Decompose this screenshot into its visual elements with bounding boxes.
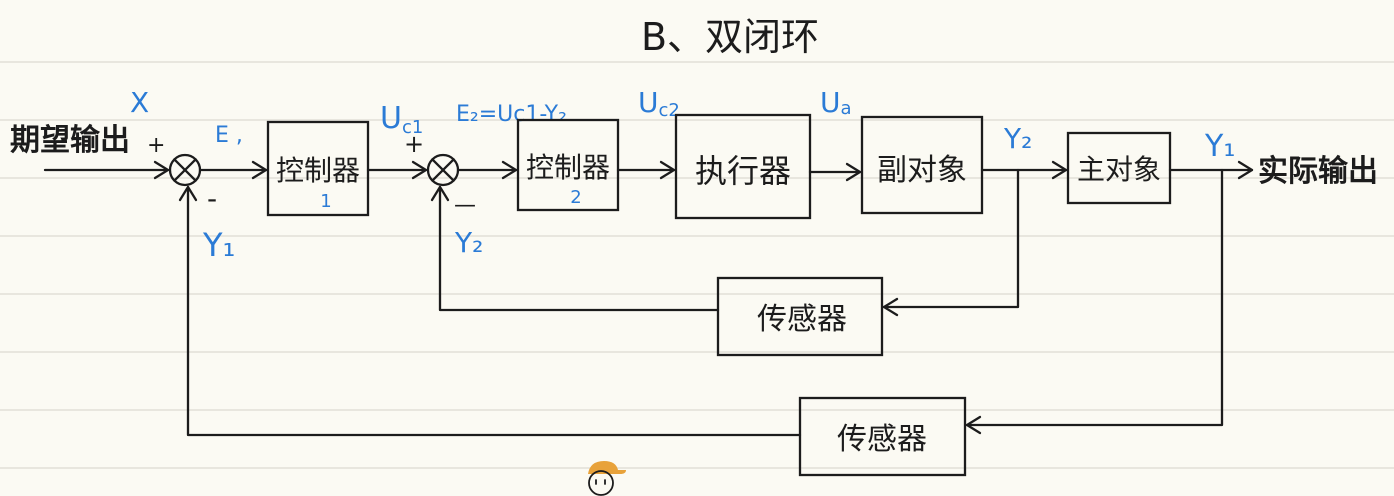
cartoon-character-icon — [588, 461, 626, 496]
signal-uc2-sub: c2 — [659, 100, 680, 121]
controller2-block — [516, 118, 620, 212]
controller1-label: 控制器 — [276, 154, 360, 187]
junction2-minus-sign: — — [454, 193, 476, 218]
signal-uc1-main: U — [380, 101, 402, 136]
outer-feedback-return-arrowhead — [178, 185, 198, 202]
e2-arrowhead — [501, 160, 518, 180]
inner-feedback-return-arrowhead — [430, 185, 450, 202]
inner-sensor-block — [716, 276, 884, 357]
outer-sensor-block — [798, 396, 967, 477]
uc1-arrowhead — [411, 160, 428, 180]
signal-y1-feedback-label: Y₁ — [202, 226, 235, 264]
outer-feedback-pickoff-wire — [965, 168, 1224, 427]
inner-feedback-arrowhead — [882, 297, 899, 317]
signal-ua-label: Ua — [820, 86, 852, 119]
actuator-label: 执行器 — [695, 152, 791, 190]
outer-feedback-arrowhead — [965, 415, 982, 435]
input-label: 期望输出 — [10, 123, 130, 158]
signal-e1-label: E , — [215, 123, 243, 148]
outer-sensor-label: 传感器 — [837, 422, 927, 457]
summing-junction-1 — [168, 153, 202, 187]
junction1-minus-sign: - — [207, 182, 217, 215]
secondary-object-block — [860, 115, 984, 215]
cartoon-head — [588, 470, 614, 496]
junction1-cross-line — [173, 158, 197, 182]
controller2-label: 控制器 — [526, 151, 610, 184]
y2-arrowhead — [1051, 160, 1068, 180]
signal-y1-output-label: Y₁ — [1204, 129, 1235, 164]
paper-rules — [0, 61, 1394, 469]
primary-object-block — [1066, 131, 1172, 205]
y1-arrowhead — [1237, 160, 1254, 180]
junction2-plus-sign: + — [404, 130, 424, 158]
inner-sensor-label: 传感器 — [757, 302, 847, 337]
inner-feedback-return-wire — [438, 185, 720, 312]
inner-feedback-pickoff-wire — [882, 168, 1020, 309]
signal-y2-output-label: Y₂ — [1003, 122, 1032, 155]
signal-uc2-main: U — [638, 86, 659, 119]
junction2-cross-line — [431, 158, 455, 182]
actuator-block — [674, 113, 812, 220]
signal-ua-main: U — [820, 86, 841, 119]
input-arrowhead — [153, 160, 170, 180]
diagram-title: B、双闭环 — [641, 15, 819, 59]
signal-uc2-label: Uc2 — [638, 86, 680, 121]
signal-uc1-sub: c1 — [402, 117, 423, 138]
primary-object-label: 主对象 — [1077, 153, 1161, 186]
outer-feedback-return-wire — [186, 185, 802, 437]
e1-arrowhead — [251, 160, 268, 180]
junction1-plus-sign: + — [147, 133, 165, 158]
controller2-index: 2 — [570, 187, 581, 208]
signal-x-label: X — [130, 86, 149, 119]
summing-junction-2 — [426, 153, 460, 187]
controller1-index: 1 — [320, 191, 331, 212]
signal-e2-equation: E₂=Uc1-Y₂ — [456, 102, 567, 127]
signal-ua-sub: a — [841, 98, 852, 119]
signal-y2-feedback-label: Y₂ — [454, 226, 483, 259]
controller1-block — [266, 120, 370, 217]
uc2-arrowhead — [659, 160, 676, 180]
secondary-object-label: 副对象 — [877, 153, 967, 188]
signal-uc1-label: Uc1 — [380, 101, 423, 138]
ua-arrowhead — [845, 162, 862, 182]
output-label: 实际输出 — [1258, 154, 1378, 189]
